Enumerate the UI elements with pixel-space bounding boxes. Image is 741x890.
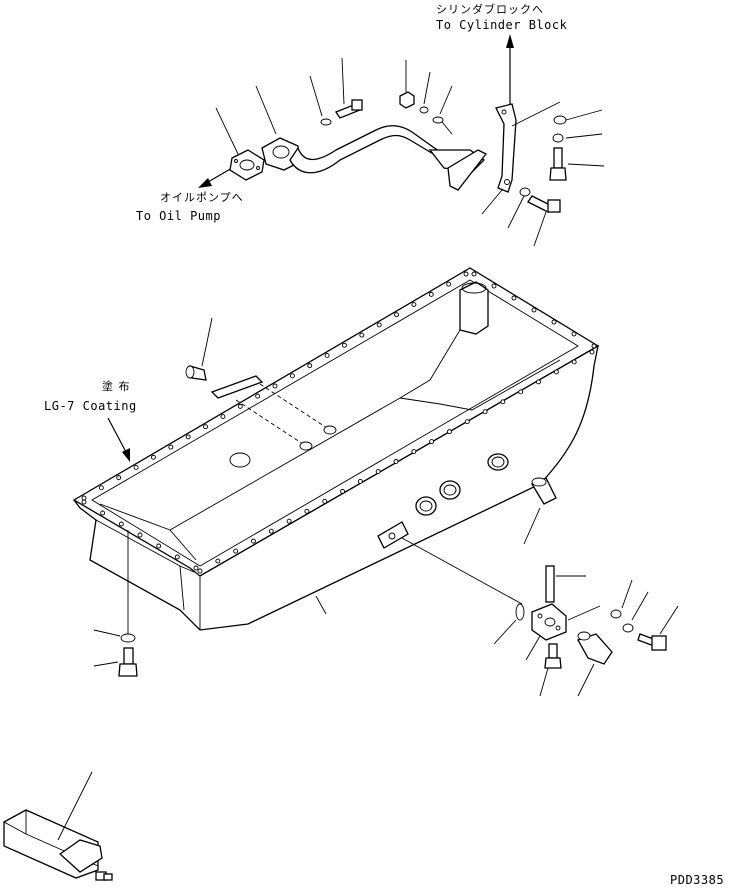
coating-arrow-icon (107, 417, 130, 462)
bolt (335, 99, 363, 119)
suction-pipe (261, 125, 487, 191)
plug (185, 365, 207, 381)
flange-hole (428, 291, 434, 297)
flange-hole (118, 521, 124, 527)
flange-hole (151, 454, 156, 460)
flange-hole (446, 281, 452, 287)
washer (320, 118, 332, 126)
flange-hole (359, 332, 365, 338)
up-arrow-icon (506, 34, 514, 110)
spring-washer (552, 133, 564, 143)
flange-hole (394, 312, 399, 318)
flange-hole (411, 449, 417, 454)
flange-hole (447, 429, 452, 435)
flange-hole (589, 349, 595, 355)
flange-hole (429, 439, 435, 445)
support-bracket (495, 103, 517, 193)
flange-hole (322, 498, 328, 504)
to-oil-pump-en-label: To Oil Pump (136, 209, 221, 223)
flange-hole (511, 295, 517, 301)
flange-hole (255, 393, 261, 399)
flange-hole (491, 283, 497, 289)
flange-hole (215, 558, 221, 564)
washer (432, 116, 444, 124)
flange-hole (233, 548, 239, 554)
spring-washer (622, 623, 634, 633)
flange-hole (551, 319, 557, 325)
flange-hole (98, 485, 104, 491)
washer (553, 115, 567, 125)
flange-hole (185, 434, 191, 440)
flange-hole (168, 444, 174, 450)
flange-hole (463, 271, 469, 277)
coating-jp-label: 塗 布 (102, 379, 131, 393)
flange-hole (220, 414, 226, 419)
flange-hole (81, 499, 87, 505)
flange-hole (203, 424, 208, 430)
flange-hole (553, 369, 559, 375)
flange-hole (531, 307, 537, 313)
flange-hole (100, 510, 106, 516)
flange-hole (156, 543, 162, 549)
flange-hole (340, 488, 345, 494)
bolt (637, 633, 667, 651)
flange-hole (193, 565, 199, 571)
tool (3, 809, 113, 881)
flange-hole (116, 475, 122, 481)
flange-hole (237, 403, 243, 409)
o-ring (515, 603, 525, 621)
flange-hole (137, 532, 143, 538)
nut (544, 643, 562, 669)
flange-hole (251, 538, 256, 544)
flange-hole (471, 271, 477, 277)
gasket (229, 149, 265, 181)
flange-hole (133, 465, 139, 470)
flange-hole (500, 399, 506, 405)
flange-hole (286, 518, 292, 524)
flange-hole (289, 373, 295, 379)
spring-washer (419, 106, 429, 114)
down-left-arrow-icon (198, 167, 233, 188)
flange-hole (357, 478, 363, 484)
to-oil-pump-jp-label: オイルポンプへ (160, 191, 244, 204)
flange-hole (482, 409, 488, 415)
to-cylinder-block-en-label: To Cylinder Block (436, 18, 568, 32)
flange-hole (174, 554, 180, 560)
drain-plug (118, 647, 138, 677)
flange-hole (375, 469, 381, 474)
bolt (527, 195, 561, 213)
flange-hole (411, 302, 417, 307)
to-cylinder-block-jp-label: シリンダブロックへ (436, 2, 544, 16)
flange-hole (304, 508, 310, 514)
drawing-code: PDD3385 (670, 873, 724, 887)
flange-holes (81, 271, 597, 574)
coating-en-label: LG-7 Coating (44, 399, 137, 413)
plug (531, 477, 557, 505)
flange-hole (272, 383, 278, 389)
washer (610, 609, 622, 619)
washer (519, 187, 531, 197)
union-fitting (577, 631, 613, 665)
bolt (549, 147, 567, 181)
flange-hole (571, 359, 577, 365)
washer (120, 633, 136, 643)
flange-hole (518, 389, 524, 395)
flange-hole (464, 419, 470, 425)
pin (545, 565, 555, 603)
flange-hole (307, 363, 313, 369)
flange-hole (376, 322, 382, 328)
oil-pan (72, 267, 600, 631)
flange-hole (197, 568, 203, 574)
flange-hole (536, 379, 541, 385)
nut (399, 91, 415, 109)
flange-hole (342, 342, 347, 348)
flange-hole (324, 353, 330, 358)
flange-hole (81, 495, 87, 501)
connector-block (531, 603, 567, 641)
flange-hole (393, 459, 399, 464)
flange-hole (571, 331, 577, 337)
flange-hole (268, 528, 274, 534)
flange-hole (591, 343, 597, 349)
